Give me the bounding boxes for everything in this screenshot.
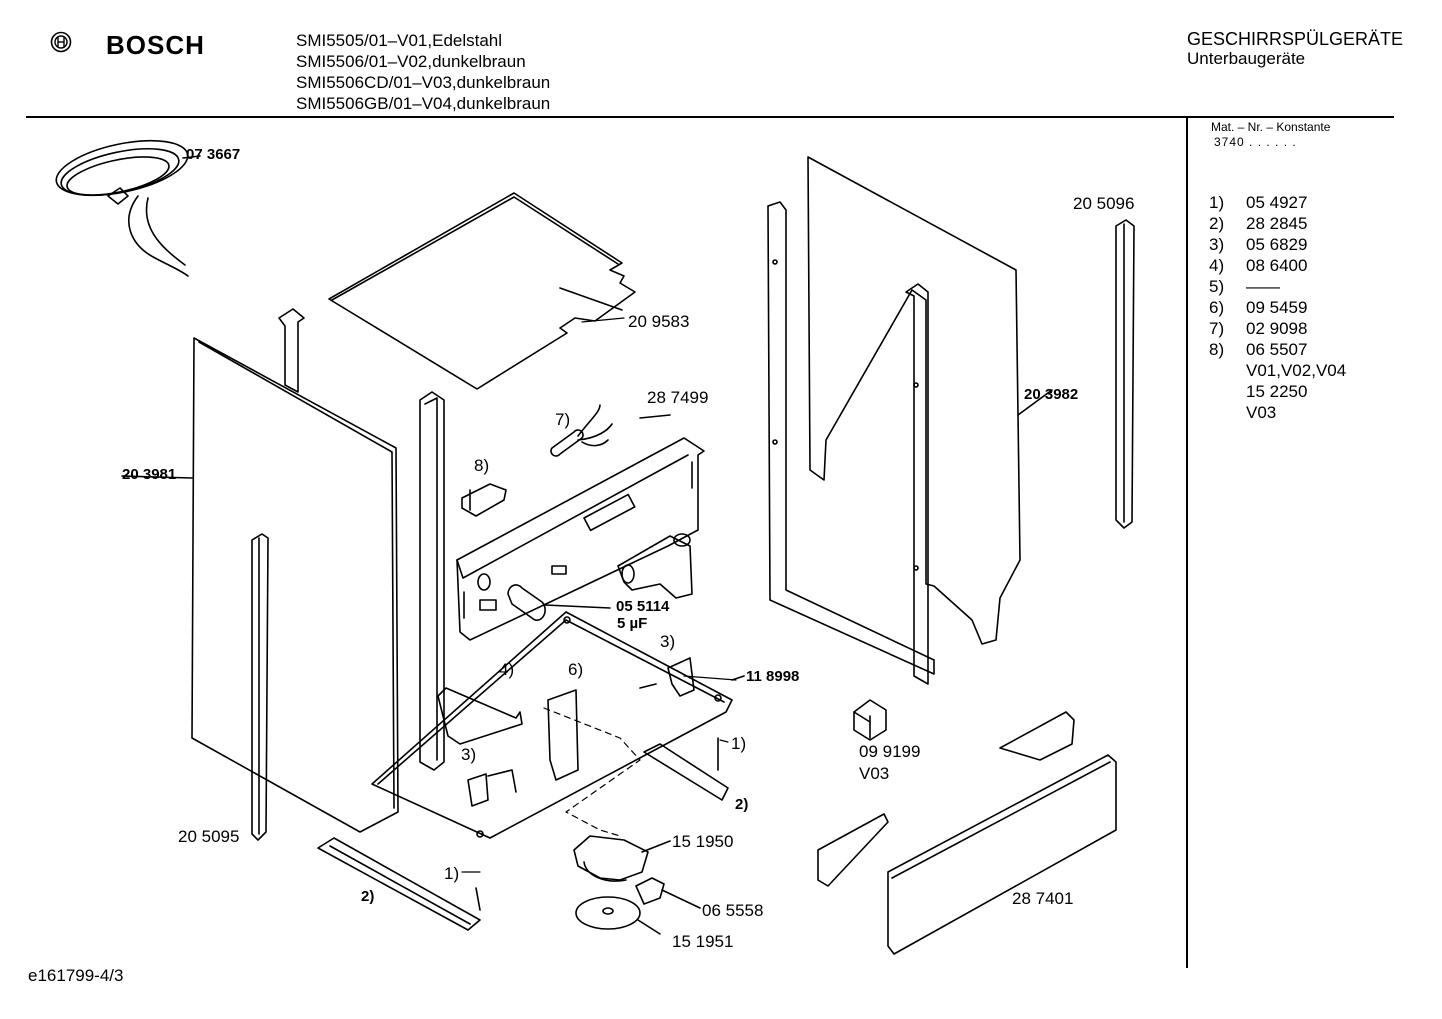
pump-part xyxy=(574,836,670,881)
relay-part xyxy=(854,700,886,740)
part-index: 6) xyxy=(1209,298,1225,317)
leader-lines xyxy=(462,318,736,872)
category-block: GESCHIRRSPÜLGERÄTE Unterbaugeräte xyxy=(1187,29,1404,69)
model-list: SMI5505/01–V01,Edelstahl SMI5506/01–V02,… xyxy=(296,30,550,114)
control-panel-part xyxy=(457,415,704,640)
label-cable: 07 3667 xyxy=(186,146,241,163)
part-number: 08 6400 xyxy=(1246,256,1308,275)
ref-label: 1) xyxy=(731,734,747,753)
part-number: 09 5459 xyxy=(1246,298,1308,317)
label-relay-variant: V03 xyxy=(859,764,890,783)
part-index: 1) xyxy=(1209,193,1225,212)
label-disc: 15 1951 xyxy=(672,932,734,951)
label-pump: 15 1950 xyxy=(672,832,734,851)
part-index: 4) xyxy=(1209,256,1225,275)
part-index: 5) xyxy=(1209,277,1225,296)
base-plate-part xyxy=(372,612,744,838)
exploded-diagram xyxy=(0,0,1180,1000)
power-cable-part xyxy=(51,131,200,276)
top-cover-part xyxy=(329,193,635,389)
back-panel-part xyxy=(888,755,1116,954)
sidebar-divider xyxy=(1186,118,1188,968)
label-top-cover: 20 9583 xyxy=(628,312,690,331)
matnr-label: Mat. – Nr. – Konstante xyxy=(1211,120,1331,134)
foot-bar-part xyxy=(318,738,728,930)
ref-label: 3) xyxy=(461,745,477,764)
part-index: 3) xyxy=(1209,235,1225,254)
clip-part xyxy=(468,658,694,806)
ref-label: 1) xyxy=(444,864,460,883)
capacitor-part xyxy=(508,585,610,620)
ref-label: 3) xyxy=(660,632,676,651)
label-trim-strip-right: 20 5096 xyxy=(1073,194,1135,213)
label-trim-strip-left: 20 5095 xyxy=(178,827,240,846)
side-panel-left-part xyxy=(122,338,398,832)
label-back-panel: 28 7401 xyxy=(1012,889,1074,908)
model-line: SMI5505/01–V01,Edelstahl xyxy=(296,31,503,50)
ref-label: 7) xyxy=(555,410,571,429)
category-title: GESCHIRRSPÜLGERÄTE xyxy=(1187,29,1404,49)
part-number: —— xyxy=(1246,277,1280,296)
label-capacitor-value: 5 µF xyxy=(617,615,648,632)
hose-connector-part xyxy=(618,534,692,598)
brand-name: BOSCH xyxy=(106,30,205,60)
header-divider xyxy=(26,116,1394,118)
disc-part xyxy=(576,897,660,934)
part-number: 05 4927 xyxy=(1246,193,1308,212)
part-number: V01,V02,V04 xyxy=(1246,361,1347,380)
model-line: SMI5506/01–V02,dunkelbraun xyxy=(296,52,526,71)
label-capacitor: 05 5114 xyxy=(616,598,670,615)
vertical-rail-left-part xyxy=(279,309,444,770)
mounting-bracket-part xyxy=(818,712,1074,886)
document-code: e161799-4/3 xyxy=(28,966,124,985)
frame-right-part xyxy=(768,157,1052,684)
ref-label: 2) xyxy=(735,796,749,813)
part-number: 02 9098 xyxy=(1246,319,1308,338)
label-control-panel: 28 7499 xyxy=(647,388,709,407)
part-index: 7) xyxy=(1209,319,1225,338)
part-number: 28 2845 xyxy=(1246,214,1308,233)
ref-label: 2) xyxy=(361,888,375,905)
label-base-plate: 11 8998 xyxy=(746,668,800,685)
part-index: 2) xyxy=(1209,214,1225,233)
part-number: 06 5507 xyxy=(1246,340,1308,359)
model-line: SMI5506CD/01–V03,dunkelbraun xyxy=(296,73,551,92)
bosch-armature-logo-icon xyxy=(50,31,72,58)
trim-strip-left-part xyxy=(252,534,268,840)
label-connector: 06 5558 xyxy=(702,901,764,920)
ref-label: 8) xyxy=(474,456,490,475)
ref-label: 6) xyxy=(568,660,584,679)
part-number: 05 6829 xyxy=(1246,235,1308,254)
door-switch-part xyxy=(462,484,506,516)
model-line: SMI5506GB/01–V04,dunkelbraun xyxy=(296,94,551,113)
label-relay: 09 9199 xyxy=(859,742,921,761)
part-index: 8) xyxy=(1209,340,1225,359)
part-number: V03 xyxy=(1246,403,1277,422)
ref-label: 4) xyxy=(499,660,515,679)
part-number: 15 2250 xyxy=(1246,382,1308,401)
label-frame-right: 20 3982 xyxy=(1024,386,1079,403)
motor-capacitor-part xyxy=(551,405,612,456)
trim-strip-right-part xyxy=(1116,220,1134,528)
assembly-guide-lines xyxy=(544,708,640,836)
label-side-panel-left: 20 3981 xyxy=(122,466,177,483)
plug-connector-part xyxy=(636,878,700,908)
matnr-value: 3740 . . . . . . xyxy=(1214,135,1297,149)
category-subtitle: Unterbaugeräte xyxy=(1187,49,1306,68)
